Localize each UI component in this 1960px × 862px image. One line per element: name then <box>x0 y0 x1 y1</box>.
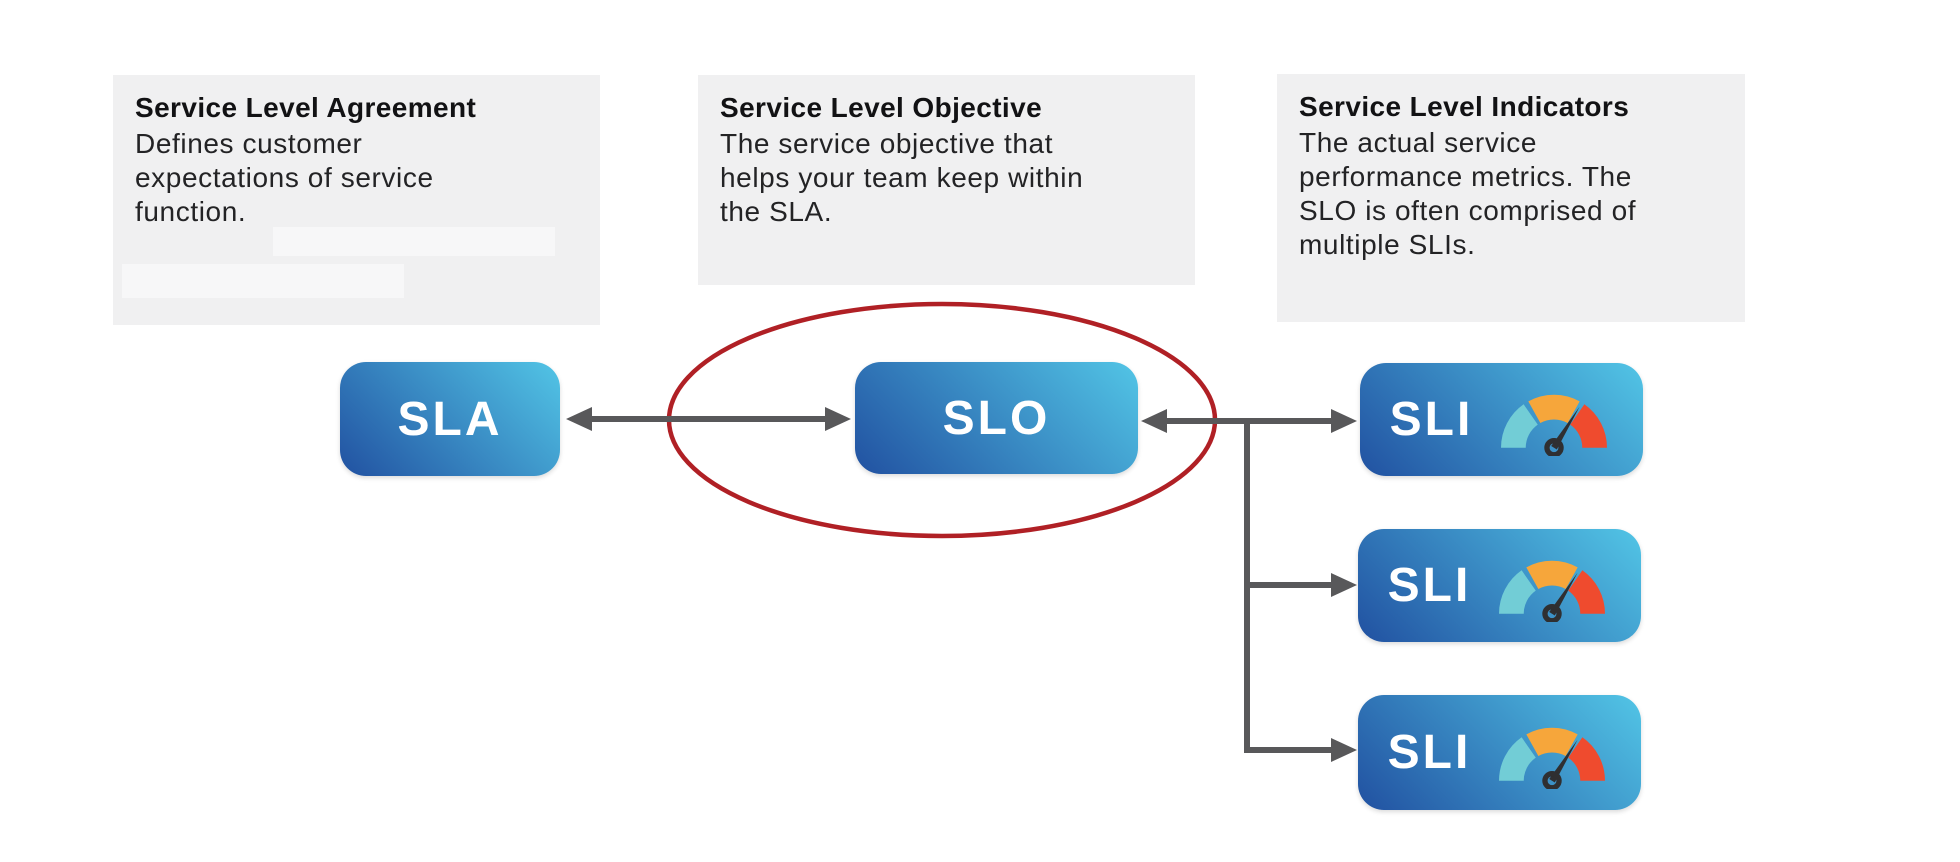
gauge-icon <box>1499 560 1606 622</box>
redacted-area <box>122 264 404 298</box>
panel-text-line: performance metrics. The <box>1299 161 1632 192</box>
arrowhead-left <box>1141 409 1167 433</box>
panel-text-line: SLO is often comprised of <box>1299 195 1637 226</box>
slo-node: SLO <box>855 362 1138 474</box>
redacted-area <box>273 227 555 256</box>
slo-sli-branch <box>1141 409 1357 762</box>
panel-text-line: expectations of service <box>135 162 434 193</box>
panel-text-line: The actual service <box>1299 127 1538 158</box>
panel-text-line: function. <box>135 196 247 227</box>
sla-node: SLA <box>340 362 560 476</box>
gauge-icon <box>1499 727 1606 789</box>
arrowhead-left <box>566 407 592 431</box>
panel-title: Service Level Indicators <box>1299 91 1630 122</box>
gauge-icon <box>1501 394 1608 456</box>
slo-node-label: SLO <box>942 391 1051 445</box>
panel-title: Service Level Agreement <box>135 92 477 123</box>
arrowhead-right <box>1331 409 1357 433</box>
panel-title: Service Level Objective <box>720 92 1043 123</box>
sla-node-label: SLA <box>397 392 503 446</box>
sli-node-label: SLI <box>1387 559 1472 612</box>
slo-description-panel: Service Level Objective The service obje… <box>698 75 1195 285</box>
sla-description-panel: Service Level Agreement Defines customer… <box>113 75 600 325</box>
panel-text-line: multiple SLIs. <box>1299 229 1476 260</box>
arrowhead-right <box>1331 738 1357 762</box>
panel-text-line: The service objective that <box>720 128 1054 159</box>
arrowhead-right <box>825 407 851 431</box>
sli-node: SLI <box>1358 695 1641 810</box>
sli-node-label: SLI <box>1387 726 1472 779</box>
panel-text-line: Defines customer <box>135 128 363 159</box>
sli-node-label: SLI <box>1389 393 1474 446</box>
sli-node: SLI <box>1360 363 1643 476</box>
panel-text-line: helps your team keep within <box>720 162 1084 193</box>
sli-node: SLI <box>1358 529 1641 642</box>
arrowhead-right <box>1331 573 1357 597</box>
sla-slo-arrow <box>566 407 851 431</box>
panel-text-line: the SLA. <box>720 196 833 227</box>
sli-description-panel: Service Level Indicators The actual serv… <box>1277 74 1745 322</box>
